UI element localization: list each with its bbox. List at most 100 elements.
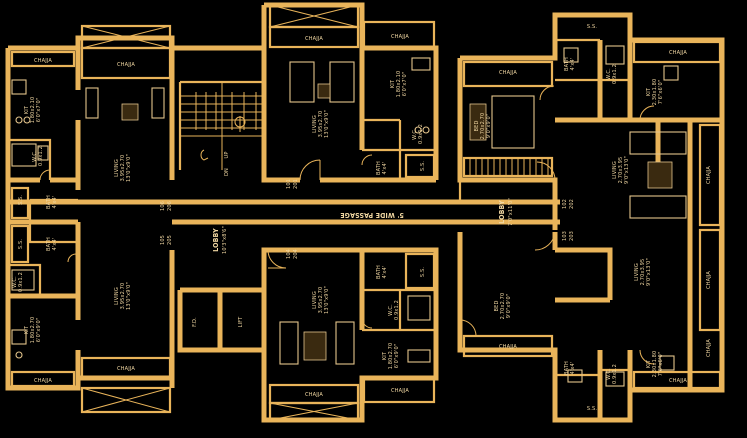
bed-dim-ft: 9'0"x9'0" xyxy=(506,294,512,319)
chajja-label: CHAJJA xyxy=(117,366,135,372)
living-dim-ft: 13'0"x9'0" xyxy=(126,154,132,182)
kit-dim-ft: 6'0"x7'0" xyxy=(36,98,42,123)
chajja-label: CHAJJA xyxy=(669,378,687,384)
kit-label: KIT xyxy=(24,105,30,114)
living-dim: 2.70x3.95 xyxy=(640,259,646,286)
bath-dim-ft: 4'x4' xyxy=(570,362,576,375)
unit-number: 106 xyxy=(160,201,166,211)
chajja-label: CHAJJA xyxy=(706,339,712,357)
wc-label: W.C. xyxy=(412,128,418,140)
kit-label: KIT xyxy=(24,325,30,334)
chajja-label: CHAJJA xyxy=(305,392,323,398)
living-dim: 3.95x2.70 xyxy=(318,287,324,314)
chajja-label: CHAJJA xyxy=(117,62,135,68)
lobby-dim: 10'3"x8'6" xyxy=(222,226,228,254)
unit-number: 206 xyxy=(167,201,173,211)
living-label: LIVING xyxy=(114,159,120,177)
kit-dim: 1.80x2.10 xyxy=(30,97,36,124)
kit-dim-ft: 6'0"x9'0" xyxy=(36,318,42,343)
unit-number: 204 xyxy=(293,249,299,259)
living-label: LIVING xyxy=(312,291,318,309)
kit-dim: 1.80x2.70 xyxy=(388,343,394,370)
kit-label: KIT xyxy=(646,359,652,368)
chajja-label: CHAJJA xyxy=(706,166,712,184)
ss-label: S.S. xyxy=(587,406,597,412)
chajja-label: CHAJJA xyxy=(391,388,409,394)
chajja-label: CHAJJA xyxy=(305,36,323,42)
kit-dim-ft: 6'0"x9'0" xyxy=(394,344,400,369)
kit-dim-ft: 6'0"x7'0" xyxy=(402,72,408,97)
staircase: UP DN xyxy=(180,82,265,176)
chajja-label: CHAJJA xyxy=(34,58,52,64)
kit-dim: 1.80x2.10 xyxy=(396,71,402,98)
bath-dim-ft: 4'x4' xyxy=(570,58,576,71)
unit-number: 201 xyxy=(293,179,299,189)
living-dim: 3.95x2.70 xyxy=(120,155,126,182)
lift-label: LIFT xyxy=(238,316,244,328)
unit-number: 202 xyxy=(569,199,575,209)
bath-label: BATH xyxy=(46,237,52,251)
bath-dim-ft: 4'x4' xyxy=(52,196,58,209)
living-dim: 3.95x2.70 xyxy=(120,283,126,310)
wc-dim: 0.9x1.2 xyxy=(418,124,424,144)
chajja-frames xyxy=(10,3,722,422)
chajja-label: CHAJJA xyxy=(499,70,517,76)
unit-number: 105 xyxy=(160,235,166,245)
stair-down-label: DN xyxy=(224,168,230,176)
bath-label: BATH xyxy=(46,195,52,209)
living-label: LIVING xyxy=(312,115,318,133)
fd-label: F.D. xyxy=(192,317,198,327)
wc-dim: 0.9x1.2 xyxy=(18,272,24,292)
ss-label: S.S. xyxy=(587,24,597,30)
kit-label: KIT xyxy=(390,79,396,88)
chajja-label: CHAJJA xyxy=(391,34,409,40)
living-dim-ft: 13'0"x9'0" xyxy=(126,282,132,310)
bed-dim: 2.70x2.70 xyxy=(500,293,506,320)
bath-dim-ft: 4'x4' xyxy=(52,238,58,251)
living-dim-ft: 13'0"x9'0" xyxy=(324,110,330,138)
living-label: LIVING xyxy=(612,161,618,179)
wc-dim: 0.9x1.2 xyxy=(394,300,400,320)
chajja-label: CHAJJA xyxy=(706,271,712,289)
stair-up-label: UP xyxy=(224,151,230,158)
wc-label: W.C. xyxy=(606,68,612,80)
kit-dim-ft: 7'6"x6'0" xyxy=(658,80,664,105)
living-dim: 2.70x3.95 xyxy=(618,157,624,184)
lobby-dim: 7'0"x11'0" xyxy=(508,198,514,226)
kit-dim: 2.30x1.80 xyxy=(652,79,658,106)
bed-dim: 2.70x2.70 xyxy=(480,113,486,140)
room-labels: CHAJJA CHAJJA CHAJJA CHAJJA CHAJJA CHAJJ… xyxy=(12,24,712,412)
unit-number: 104 xyxy=(286,249,292,259)
living-dim: 3.95x2.70 xyxy=(318,111,324,138)
bath-label: BATH xyxy=(376,265,382,279)
unit-number: 102 xyxy=(562,199,568,209)
ss-label: S.S. xyxy=(18,239,24,249)
bed-dim-ft: 9'0"x9'0" xyxy=(486,114,492,139)
living-dim-ft: 13'0"x9'0" xyxy=(324,286,330,314)
passage-label: 5' WIDE PASSAGE xyxy=(340,211,404,219)
kit-label: KIT xyxy=(646,87,652,96)
unit-number: 103 xyxy=(562,231,568,241)
bed-label: BED xyxy=(474,121,480,132)
wc-label: W.C. xyxy=(32,150,38,162)
chajja-label: CHAJJA xyxy=(669,50,687,56)
kit-dim: 2.30x1.80 xyxy=(652,351,658,378)
unit-number: 101 xyxy=(286,179,292,189)
wc-dim: 0.9x1.2 xyxy=(612,364,618,384)
kit-label: KIT xyxy=(382,351,388,360)
ss-label: S.S. xyxy=(18,195,24,205)
wc-label: W.C. xyxy=(388,304,394,316)
bath-label: BATH xyxy=(564,361,570,375)
chajja-label: CHAJJA xyxy=(499,344,517,350)
kit-dim-ft: 7'6"x6'0" xyxy=(658,352,664,377)
wc-dim: 0.9x1.2 xyxy=(38,146,44,166)
unit-number: 205 xyxy=(167,235,173,245)
ss-label: S.S. xyxy=(420,267,426,277)
bath-dim-ft: 4'x4' xyxy=(382,162,388,175)
ss-label: S.S. xyxy=(420,161,426,171)
bath-label: BATH xyxy=(376,161,382,175)
unit-number: 203 xyxy=(569,231,575,241)
kit-dim: 1.80x2.70 xyxy=(30,317,36,344)
